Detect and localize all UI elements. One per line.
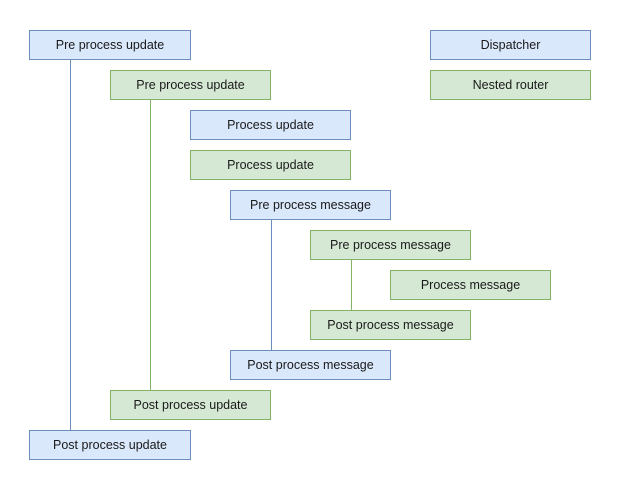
process-box[interactable]: Pre process update bbox=[29, 30, 191, 60]
process-box[interactable]: Post process message bbox=[310, 310, 471, 340]
process-box[interactable]: Process update bbox=[190, 110, 351, 140]
connector-line bbox=[351, 260, 352, 310]
process-box[interactable]: Post process message bbox=[230, 350, 391, 380]
process-box[interactable]: Process update bbox=[190, 150, 351, 180]
process-box[interactable]: Pre process update bbox=[110, 70, 271, 100]
process-box-label: Process update bbox=[227, 117, 314, 132]
connector-line bbox=[271, 220, 272, 350]
process-box-label: Pre process message bbox=[250, 197, 371, 212]
process-box-label: Post process message bbox=[247, 357, 374, 372]
process-box-label: Pre process message bbox=[330, 237, 451, 252]
process-box-label: Pre process update bbox=[55, 37, 165, 52]
process-box-label: Pre process update bbox=[136, 77, 245, 92]
process-box[interactable]: Process message bbox=[390, 270, 551, 300]
process-box[interactable]: Post process update bbox=[29, 430, 191, 460]
process-box[interactable]: Post process update bbox=[110, 390, 271, 420]
connector-line bbox=[150, 100, 151, 390]
legend-item-label: Nested router bbox=[472, 78, 549, 92]
legend-item-nested-router[interactable]: Nested router bbox=[430, 70, 591, 100]
process-box-label: Post process message bbox=[327, 317, 454, 332]
process-box[interactable]: Pre process message bbox=[230, 190, 391, 220]
process-box[interactable]: Pre process message bbox=[310, 230, 471, 260]
legend-item-label: Dispatcher bbox=[480, 38, 541, 52]
legend-item-dispatcher[interactable]: Dispatcher bbox=[430, 30, 591, 60]
connector-line bbox=[70, 60, 71, 430]
process-box-label: Post process update bbox=[53, 437, 167, 452]
process-box-label: Process update bbox=[227, 157, 314, 172]
process-box-label: Process message bbox=[420, 277, 521, 292]
process-box-label: Post process update bbox=[133, 397, 248, 412]
